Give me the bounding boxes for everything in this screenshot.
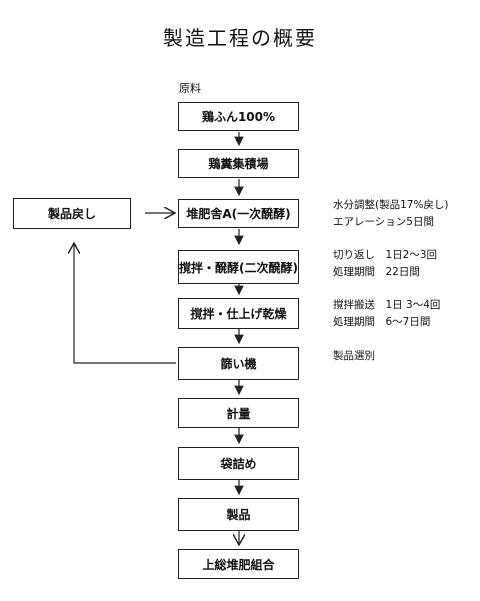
note-period-6-7: 処理期間 6～7日間 <box>333 316 431 328</box>
step-weighing: 計量 <box>178 398 299 428</box>
note-product-sorting: 製品選別 <box>333 350 375 362</box>
step-bagging: 袋詰め <box>178 447 299 480</box>
note-turning: 切り返し 1日2～3回 <box>333 249 438 261</box>
step-kazusa-union: 上総堆肥組合 <box>178 549 299 579</box>
return-line <box>74 243 176 364</box>
raw-material-label: 原料 <box>179 82 201 95</box>
step-chicken-manure: 鶏ふん100% <box>178 102 299 131</box>
step-secondary-fermentation: 撹拌・醗酵(二次醗酵) <box>178 250 299 284</box>
step-finish-drying: 撹拌・仕上げ乾燥 <box>178 298 299 329</box>
step-manure-collection: 鶏糞集積場 <box>178 149 299 178</box>
step-product: 製品 <box>178 498 299 531</box>
note-moisture-adjust: 水分調整(製品17%戻し) <box>333 199 449 211</box>
step-primary-fermentation: 堆肥舎A(一次醗酵) <box>178 199 299 228</box>
note-aeration: エアレーション5日間 <box>333 216 434 228</box>
product-return-box: 製品戻し <box>13 198 131 229</box>
note-period-22: 処理期間 22日間 <box>333 266 420 278</box>
step-sieve: 篩い機 <box>178 347 299 380</box>
page-title: 製造工程の概要 <box>163 26 317 50</box>
note-conveying: 撹拌搬送 1日 3～4回 <box>333 299 441 311</box>
